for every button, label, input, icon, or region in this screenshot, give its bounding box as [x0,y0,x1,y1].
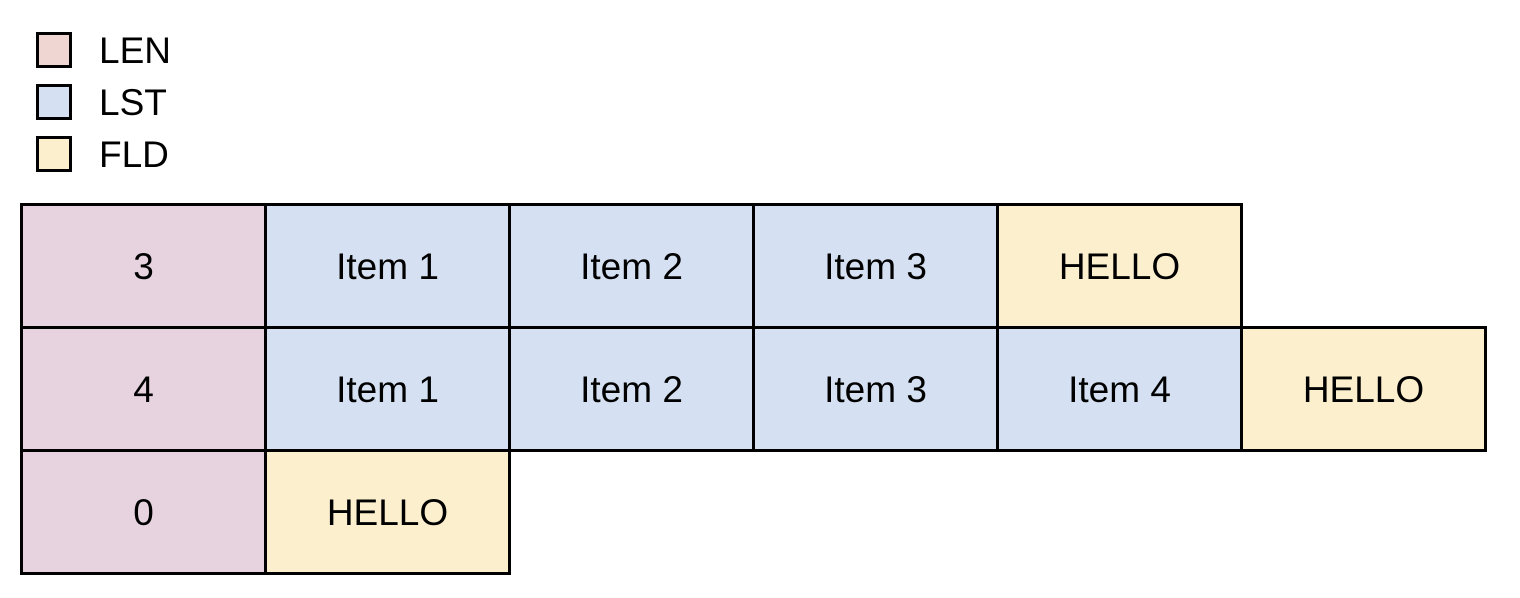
legend-item-lst: LST [36,76,336,128]
table-cell-lst: Item 1 [264,203,511,329]
table-cell-lst: Item 2 [508,203,755,329]
legend: LEN LST FLD [36,24,336,180]
table-cell-lst: Item 3 [752,326,999,452]
legend-label-fld: FLD [99,133,169,175]
table-cell-len: 0 [20,449,267,575]
legend-item-fld: FLD [36,128,336,180]
table-cell-lst: Item 4 [996,326,1243,452]
legend-swatch-len [36,32,72,68]
table-cell-lst: Item 3 [752,203,999,329]
legend-item-len: LEN [36,24,336,76]
legend-label-lst: LST [99,81,167,123]
table-cell-lst: Item 2 [508,326,755,452]
table-cell-fld: HELLO [996,203,1243,329]
legend-label-len: LEN [99,29,171,71]
table-cell-len: 4 [20,326,267,452]
table-cell-lst: Item 1 [264,326,511,452]
table-cell-fld: HELLO [1240,326,1487,452]
table-cell-fld: HELLO [264,449,511,575]
table-cell-len: 3 [20,203,267,329]
legend-swatch-fld [36,136,72,172]
legend-swatch-lst [36,84,72,120]
